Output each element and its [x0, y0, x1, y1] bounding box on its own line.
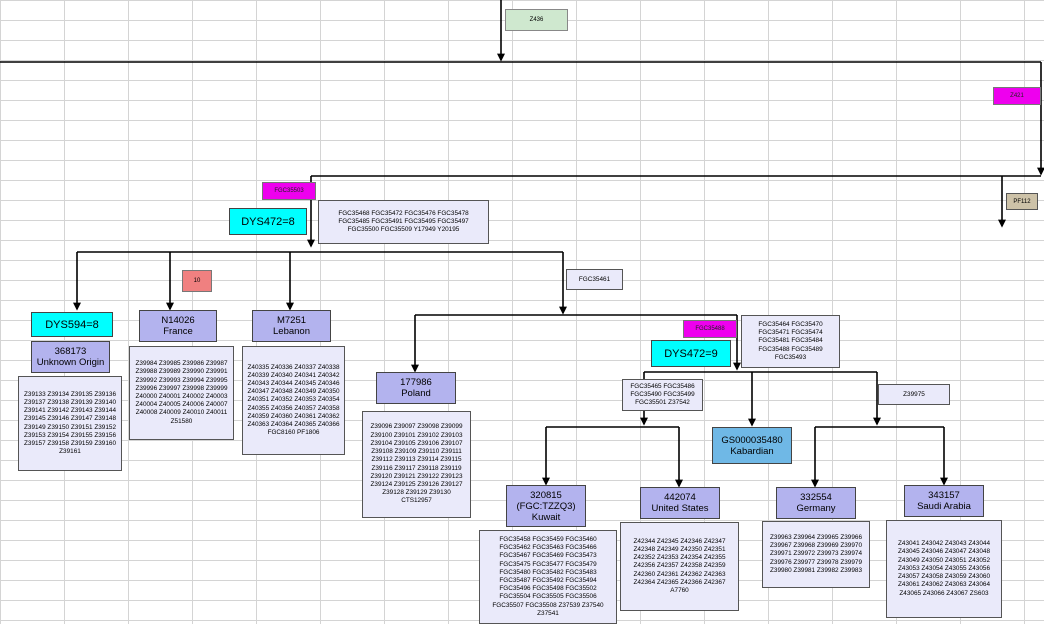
kit-id: M7251: [276, 315, 307, 326]
snp-fgc35488: FGC35488: [683, 320, 737, 338]
snp-list-n14026: Z39984 Z39985 Z39986 Z39987 Z39988 Z3998…: [129, 346, 234, 440]
snp-list-m7251: Z40335 Z40336 Z40337 Z40338 Z40339 Z4034…: [242, 346, 345, 455]
origin: Poland: [401, 388, 431, 399]
mutation-dys594-8: DYS594=8: [31, 312, 113, 337]
haplotype-343157: 343157 Saudi Arabia: [904, 485, 984, 517]
snp-pf112: PF112: [1006, 193, 1038, 210]
haplotype-177986: 177986 Poland: [376, 372, 456, 404]
origin: Lebanon: [273, 326, 310, 337]
haplotype-332554: 332554 Germany: [776, 487, 856, 519]
kit-id: 177986: [400, 377, 432, 388]
origin: France: [163, 326, 193, 337]
origin: Kuwait: [531, 511, 561, 523]
snp-list-fgc35465: FGC35465 FGC35486 FGC35490 FGC35499 FGC3…: [622, 379, 703, 411]
snp-list-177986: Z39096 Z39097 Z39098 Z39099 Z39100 Z3910…: [362, 411, 471, 518]
snp-list-fgc35488: FGC35464 FGC35470 FGC35471 FGC35474 FGC3…: [741, 315, 840, 368]
haplotype-m7251: M7251 Lebanon: [252, 310, 331, 342]
snp-z39975: Z39975: [878, 384, 950, 405]
snp-fgc35503: FGC35503: [262, 182, 316, 200]
mutation-dys472-8: DYS472=8: [229, 208, 307, 235]
haplotype-442074: 442074 United States: [640, 487, 720, 519]
mutation-dys472-9: DYS472=9: [651, 340, 731, 367]
kit-id: 368173: [54, 346, 87, 357]
kit-id: 442074: [664, 492, 696, 503]
snp-list-332554: Z39963 Z39964 Z39965 Z39966 Z39967 Z3996…: [762, 521, 870, 588]
kit-id: 343157: [928, 490, 960, 501]
kit-id: 320815: [530, 489, 562, 501]
haplotype-gs000035480: GS000035480 Kabardian: [712, 427, 792, 464]
kit-id: N14026: [161, 315, 195, 326]
snp-list-320815: FGC35458 FGC35459 FGC35460 FGC35462 FGC3…: [479, 530, 617, 624]
snp-list-343157: Z43041 Z43042 Z43043 Z43044 Z43045 Z4304…: [886, 520, 1002, 618]
snp-z421: Z421: [993, 87, 1041, 105]
haplotype-320815: 320815 (FGC:TZZQ3) Kuwait: [506, 485, 586, 527]
origin: United States: [651, 503, 709, 514]
origin: Kabardian: [730, 445, 774, 457]
haplotype-n14026: N14026 France: [139, 310, 217, 342]
marker-10: 10: [182, 270, 212, 292]
haplotype-368173: 368173 Unknown Origin: [31, 341, 110, 373]
kit-id: GS000035480: [721, 434, 783, 446]
kit-id: 332554: [800, 492, 832, 503]
origin: Unknown Origin: [36, 357, 105, 368]
subclade: (FGC:TZZQ3): [516, 500, 576, 512]
origin: Germany: [796, 503, 836, 514]
snp-list-fgc35503: FGC35468 FGC35472 FGC35476 FGC35478 FGC3…: [318, 200, 489, 244]
snp-z436: Z436: [505, 9, 568, 31]
origin: Saudi Arabia: [917, 501, 971, 512]
snp-fgc35461: FGC35461: [566, 269, 623, 290]
snp-list-368173: Z39133 Z39134 Z39135 Z39136 Z39137 Z3913…: [18, 376, 122, 471]
snp-list-442074: Z42344 Z42345 Z42346 Z42347 Z42348 Z4234…: [620, 522, 739, 611]
